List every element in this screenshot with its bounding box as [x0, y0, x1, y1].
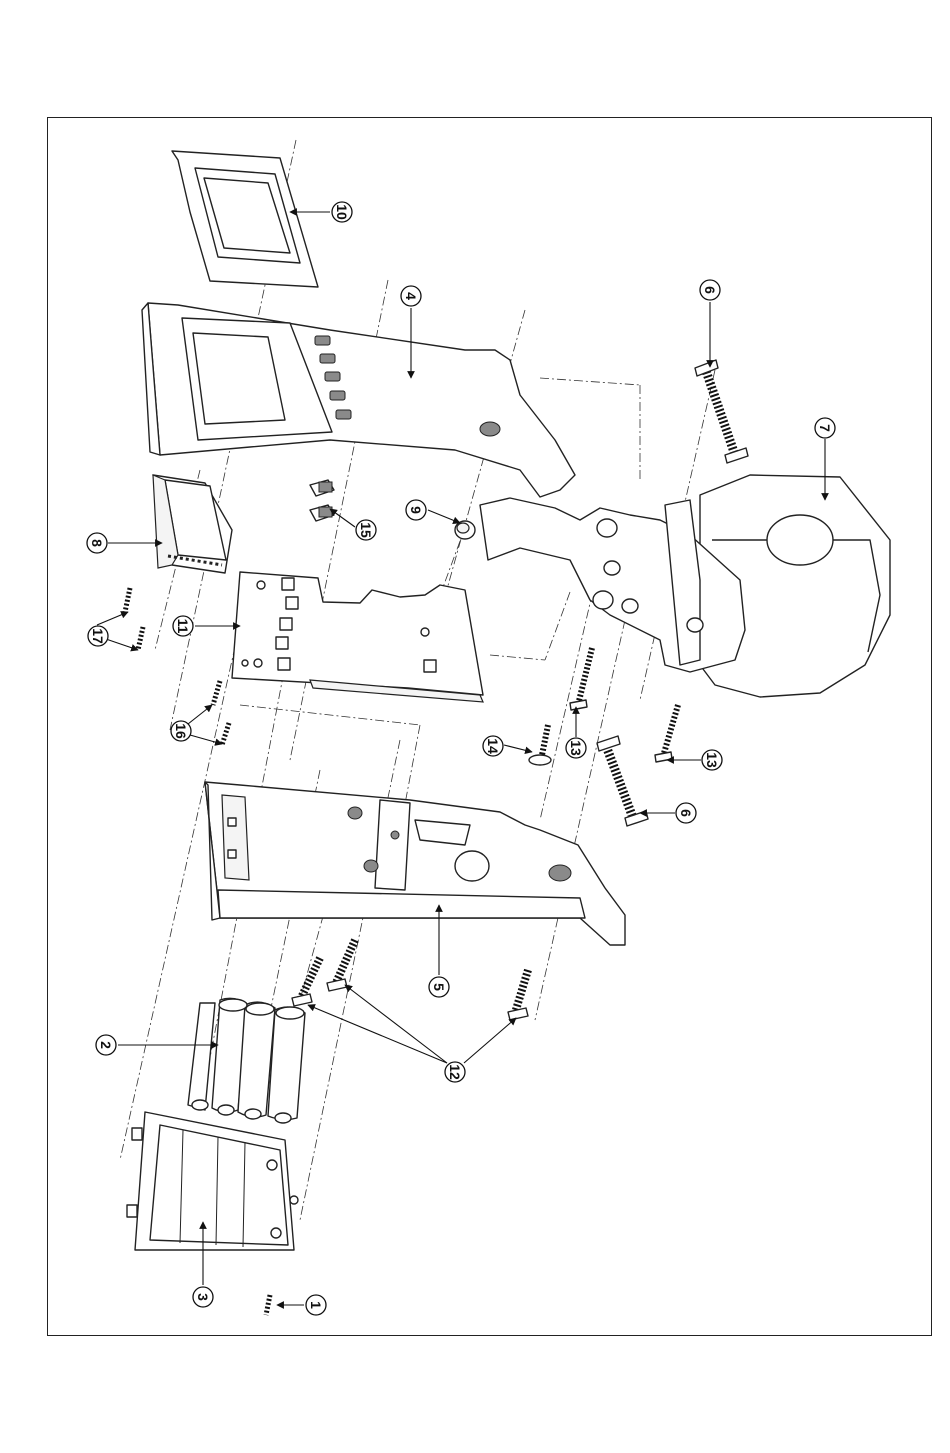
batteries-part — [188, 998, 305, 1123]
lcd-module-part — [153, 475, 232, 573]
svg-text:14: 14 — [485, 738, 501, 754]
svg-text:5: 5 — [431, 983, 447, 991]
spring-small-b-part — [655, 705, 678, 762]
svg-text:7: 7 — [817, 424, 833, 432]
svg-text:3: 3 — [195, 1293, 211, 1301]
svg-text:1: 1 — [308, 1301, 324, 1309]
svg-text:16: 16 — [173, 723, 189, 739]
callout-4: 4 — [401, 286, 421, 306]
callout-13-left: 13 — [566, 738, 586, 758]
callout-1: 1 — [306, 1295, 326, 1315]
callout-3: 3 — [193, 1287, 213, 1307]
pcb-board-part — [232, 572, 483, 702]
spring-upper-part — [695, 360, 748, 463]
callout-8: 8 — [87, 533, 107, 553]
svg-text:15: 15 — [358, 522, 374, 538]
callout-11: 11 — [173, 616, 193, 636]
callout-2: 2 — [96, 1035, 116, 1055]
battery-cover-part — [127, 1112, 298, 1250]
svg-text:12: 12 — [447, 1064, 463, 1080]
callout-14: 14 — [483, 736, 503, 756]
svg-text:9: 9 — [408, 506, 424, 514]
pivot-pin-part — [529, 725, 551, 765]
clamp-jaw-part — [480, 475, 890, 697]
battery-springs-part — [292, 940, 528, 1020]
callout-17: 17 — [88, 626, 108, 646]
svg-text:17: 17 — [90, 628, 106, 644]
callout-5: 5 — [429, 977, 449, 997]
callout-9: 9 — [406, 500, 426, 520]
svg-text:11: 11 — [175, 619, 191, 634]
callout-15: 15 — [356, 520, 376, 540]
rubber-keys-part — [310, 480, 334, 521]
svg-text:13: 13 — [568, 740, 584, 756]
callout-6-lower: 6 — [676, 803, 696, 823]
svg-text:4: 4 — [403, 292, 419, 300]
callout-7: 7 — [815, 418, 835, 438]
svg-text:6: 6 — [678, 809, 694, 817]
callout-13-right: 13 — [702, 750, 722, 770]
svg-text:13: 13 — [704, 752, 720, 768]
svg-text:10: 10 — [334, 204, 350, 220]
display-window-part — [172, 151, 318, 287]
callout-6-upper: 6 — [700, 280, 720, 300]
spring-small-a-part — [570, 648, 592, 710]
top-case-part — [142, 303, 575, 497]
trigger-button-part — [455, 521, 475, 539]
callout-16: 16 — [171, 721, 191, 741]
svg-text:6: 6 — [702, 286, 718, 294]
callout-10: 10 — [332, 202, 352, 222]
callout-12: 12 — [445, 1062, 465, 1082]
svg-text:2: 2 — [98, 1041, 114, 1049]
bottom-case-part — [205, 782, 625, 945]
svg-text:8: 8 — [89, 539, 105, 547]
